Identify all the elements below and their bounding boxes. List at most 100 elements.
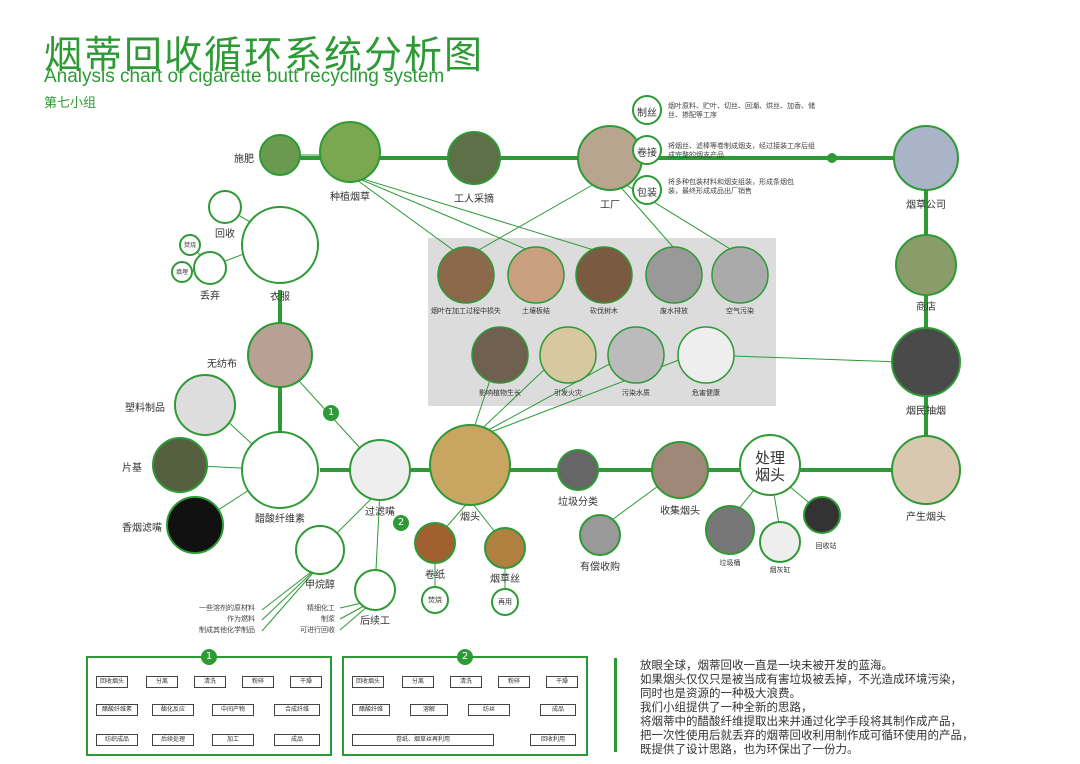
p2-r1-3: 粉碎 <box>498 676 530 688</box>
recycle-node <box>208 190 242 224</box>
cellulose-node <box>241 431 319 509</box>
label-incinerate2: 焚烧 <box>428 596 442 604</box>
p1-r1-3: 粉碎 <box>242 676 274 688</box>
label-harvest: 工人采摘 <box>454 194 494 205</box>
p1-r1-0: 回收烟头 <box>96 676 128 688</box>
butts-node <box>429 424 511 506</box>
step2-dot <box>393 515 409 531</box>
label-fertilizer: 施肥 <box>234 154 254 165</box>
filter-sub-node <box>354 569 396 611</box>
p2-r1-1: 分离 <box>402 676 434 688</box>
p2-r1-4: 干燥 <box>546 676 578 688</box>
p2-r3-0: 卷纸、烟草丝再利用 <box>352 734 494 746</box>
flow-dot <box>827 153 837 163</box>
p2-r2-1: 溶解 <box>410 704 448 716</box>
incinerate-node <box>179 234 201 256</box>
filter-use-2: 制浆 <box>321 615 335 623</box>
harvest-node <box>447 131 501 185</box>
filter-use-3: 可进行回收 <box>300 626 335 634</box>
step1-dot <box>323 405 339 421</box>
label-smoke: 烟民抽烟 <box>906 406 946 417</box>
p1-r2-3: 合成纤维 <box>274 704 320 716</box>
label-methanol: 甲烷醇 <box>305 580 335 591</box>
factory-note-2: 将烟丝、滤棒等卷制成烟支，经过接装工序后组成完整的烟支产品 <box>668 142 815 159</box>
panel-label-4: 废水排放 <box>660 307 688 315</box>
paper-node <box>414 522 456 564</box>
paper-sub-node <box>421 586 449 614</box>
panel-label-6: 影响植物生长 <box>479 389 521 397</box>
factory-note-3: 将多种包装材料和烟支组装，形成条烟包装，最终形成成品出厂销售 <box>668 178 794 195</box>
ashtray-node <box>759 521 801 563</box>
panel-label-3: 砍伐树木 <box>590 307 618 315</box>
process-2-number: 2 <box>457 649 473 665</box>
butt-gen-node <box>891 435 961 505</box>
label-reuse: 再用 <box>498 598 512 606</box>
methanol-use-2: 作为燃料 <box>227 615 255 623</box>
description-divider <box>614 658 617 752</box>
process-butt-node <box>739 434 801 496</box>
p2-r3-1: 回收利用 <box>530 734 576 746</box>
label-butts: 烟头 <box>460 512 480 523</box>
tag3-node <box>632 175 662 205</box>
landfill-node <box>171 261 193 283</box>
label-film: 片基 <box>122 463 142 474</box>
factory-node <box>577 125 643 191</box>
p1-r3-1: 后续处理 <box>152 734 194 746</box>
p1-r3-2: 加工 <box>212 734 254 746</box>
p1-r2-1: 酯化反应 <box>152 704 194 716</box>
desc-line-5: 把一次性使用后就丢弃的烟蒂回收利用制作成可循环使用的产品， <box>640 728 974 742</box>
label-company: 烟草公司 <box>906 200 946 211</box>
label-filter: 过滤嘴 <box>365 507 395 518</box>
nonwoven-node <box>247 322 313 388</box>
panel-label-5: 空气污染 <box>726 307 754 315</box>
p1-r2-2: 中间产物 <box>212 704 254 716</box>
clothes-node <box>241 206 319 284</box>
label-process-butt: 处理烟头 <box>754 449 785 484</box>
label-incinerate: 焚烧 <box>183 242 197 249</box>
film-node <box>152 437 208 493</box>
tag2-node <box>632 135 662 165</box>
panel-label-8: 污染水质 <box>622 389 650 397</box>
tobacco-node <box>484 527 526 569</box>
label-paid: 有偿收购 <box>580 562 620 573</box>
node-circles <box>152 95 961 616</box>
panel-label-9: 危害健康 <box>692 389 720 397</box>
panel-label-1: 烟叶在加工过程中损失 <box>431 307 501 315</box>
label-tobacco: 烟草丝 <box>490 574 520 585</box>
label-collect: 收集烟头 <box>660 506 700 517</box>
label-clothes: 衣服 <box>270 292 290 303</box>
label-sort: 垃圾分类 <box>558 497 598 508</box>
methanol-use-3: 制成其他化学制品 <box>199 626 255 634</box>
label-cellulose: 醋酸纤维素 <box>255 514 305 525</box>
panel-label-2: 土壤板结 <box>522 307 550 315</box>
page-title: 烟蒂回收循环系统分析图 <box>44 33 485 77</box>
label-filter-sub: 后续工 <box>360 616 390 627</box>
step1-label: 1 <box>327 407 335 418</box>
label-butt-gen: 产生烟头 <box>906 512 946 523</box>
tag1-node <box>632 95 662 125</box>
label-paper: 卷纸 <box>425 570 445 581</box>
page-subtitle: Analysis chart of cigarette butt recycli… <box>44 66 445 87</box>
tobacco-sub-node <box>491 588 519 616</box>
discard-node <box>193 251 227 285</box>
group-label: 第七小组 <box>44 96 97 111</box>
plant-node <box>319 121 381 183</box>
description-text: 放眼全球，烟蒂回收一直是一块未被开发的蓝海。 如果烟头仅仅只是被当成有害垃圾被丢… <box>640 658 1040 756</box>
process-1-number: 1 <box>201 649 217 665</box>
factory-note-1: 烟叶原料、贮叶、切丝、回潮、烘丝、加香、储丝、掺配等工序 <box>668 102 815 119</box>
label-bin: 垃圾桶 <box>719 559 741 567</box>
p1-r1-2: 清洗 <box>194 676 226 688</box>
tag-process1: 制丝 <box>637 108 657 119</box>
desc-line-2: 同时也是资源的一种极大浪费。 <box>640 686 801 700</box>
filter-use-1: 精细化工 <box>307 604 335 612</box>
methanol-use-1: 一些溶剂的原材料 <box>199 604 255 612</box>
p2-r2-3: 成品 <box>540 704 576 716</box>
p2-r2-0: 醋酸纤维 <box>352 704 390 716</box>
label-factory: 工厂 <box>600 200 620 211</box>
process-box-2: 2 回收烟头 分离 清洗 粉碎 干燥 醋酸纤维 溶解 纺丝 成品 卷纸、烟草丝再… <box>342 649 588 756</box>
p2-r1-2: 清洗 <box>450 676 482 688</box>
p1-r1-1: 分离 <box>146 676 178 688</box>
p2-r2-2: 纺丝 <box>468 704 510 716</box>
panel-circles <box>437 246 769 384</box>
